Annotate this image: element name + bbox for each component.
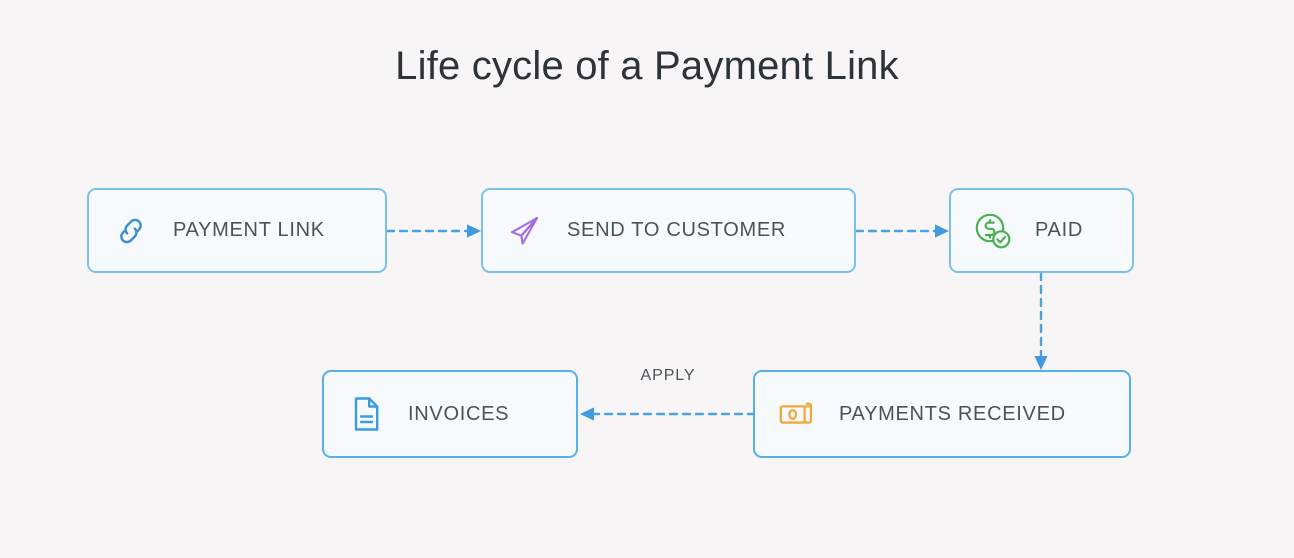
connector-payments-received-to-invoices <box>578 404 757 424</box>
node-paid[interactable]: PAID <box>949 188 1134 273</box>
page-title: Life cycle of a Payment Link <box>395 44 899 88</box>
connector-payment-link-to-send-to-customer <box>385 221 483 241</box>
node-label-invoices: INVOICES <box>408 402 510 425</box>
connector-label-apply: APPLY <box>640 367 696 384</box>
send-paper-plane-icon <box>505 211 545 251</box>
node-send-to-customer[interactable]: SEND TO CUSTOMER <box>481 188 856 273</box>
cash-banknote-icon <box>777 394 817 434</box>
node-invoices[interactable]: INVOICES <box>322 370 578 458</box>
node-label-payment-link: PAYMENT LINK <box>173 219 325 241</box>
connector-paid-to-payments-received <box>1031 271 1051 372</box>
node-payment-link[interactable]: PAYMENT LINK <box>87 188 387 273</box>
connector-send-to-customer-to-paid <box>854 221 951 241</box>
node-label-send-to-customer: SEND TO CUSTOMER <box>567 219 787 241</box>
node-label-paid: PAID <box>1035 219 1083 241</box>
node-payments-received[interactable]: PAYMENTS RECEIVED <box>753 370 1131 458</box>
node-label-payments-received: PAYMENTS RECEIVED <box>839 402 1066 425</box>
dollar-circle-check-icon <box>973 211 1013 251</box>
document-icon <box>346 394 386 434</box>
link-icon <box>111 211 151 251</box>
